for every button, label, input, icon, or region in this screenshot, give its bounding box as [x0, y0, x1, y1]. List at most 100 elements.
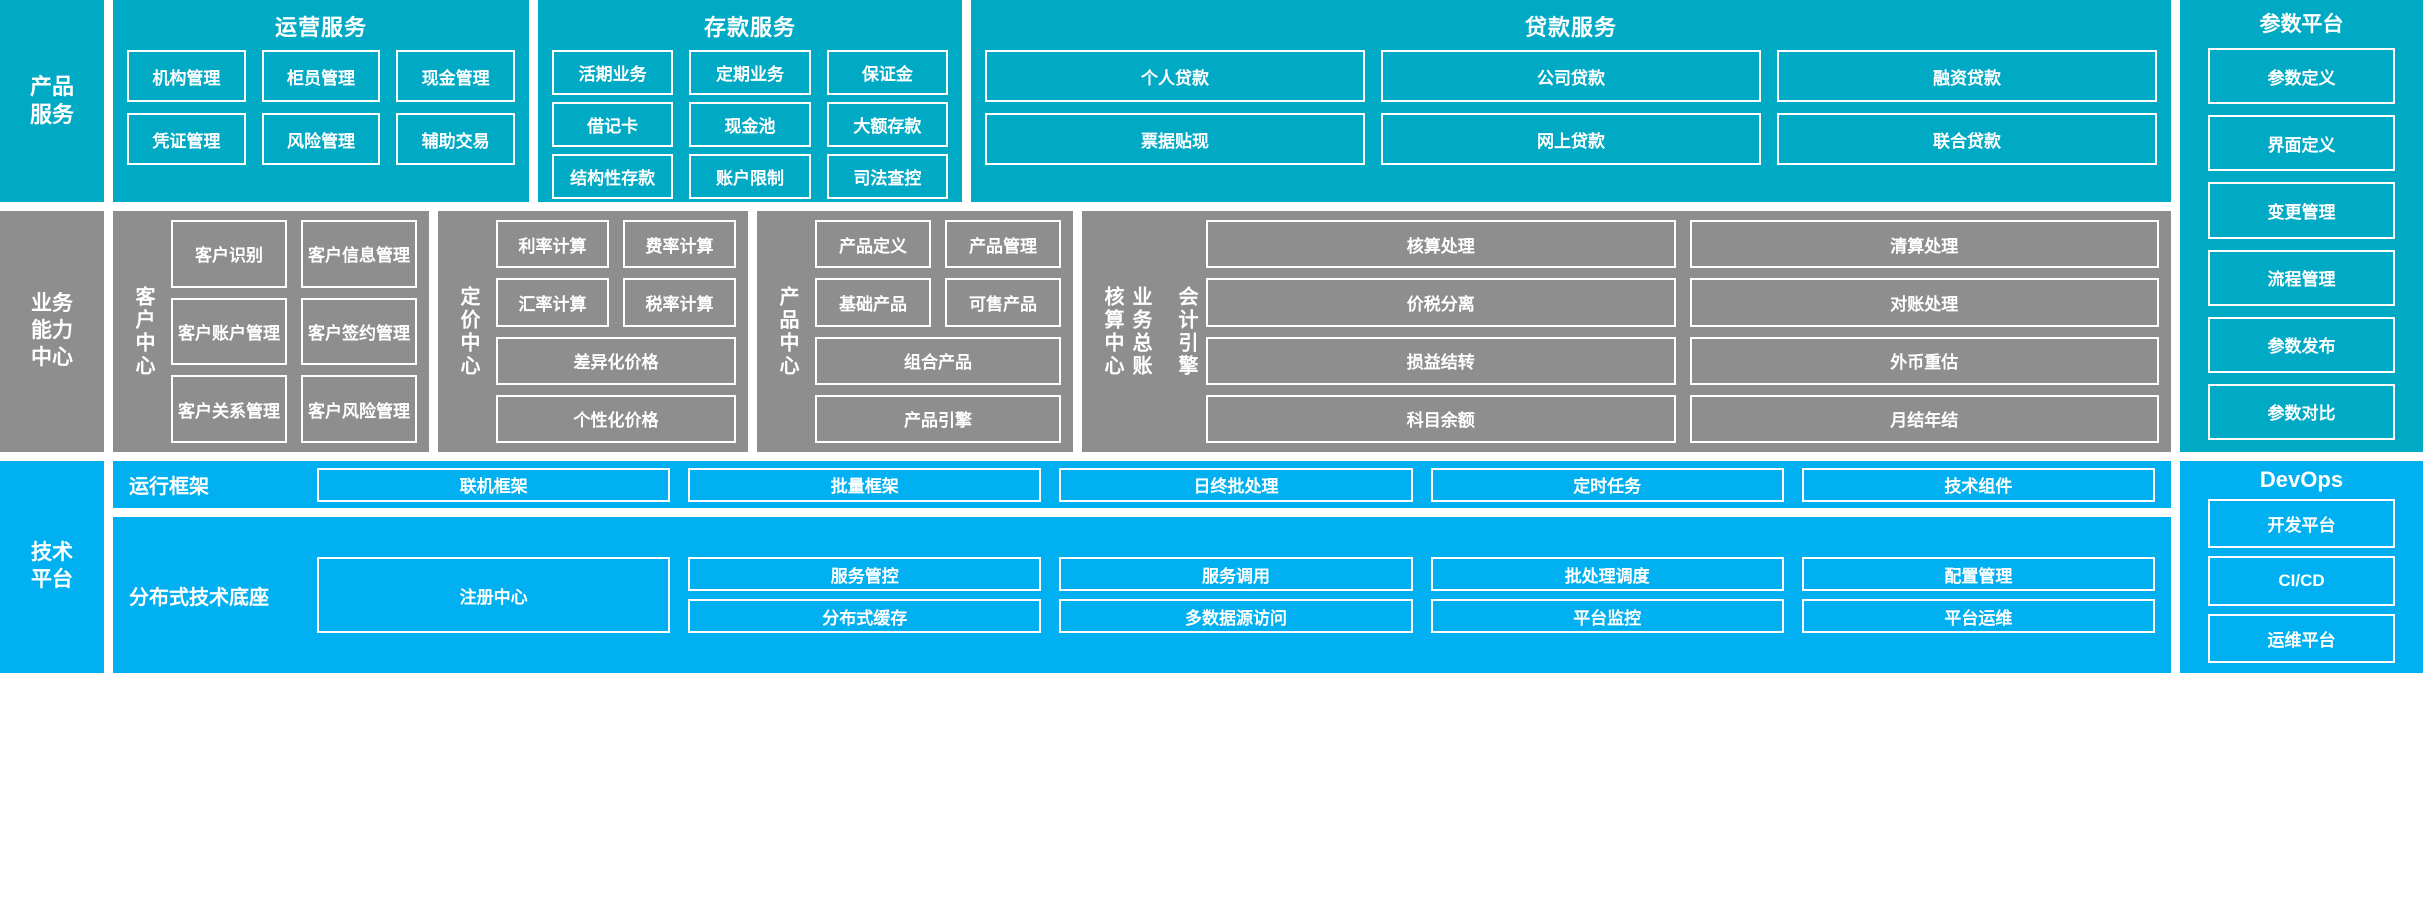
service-item[interactable]: 网上贷款: [1381, 113, 1761, 165]
layer-label-text: 技术 平台: [31, 541, 73, 591]
parameter-item[interactable]: 参数定义: [2208, 48, 2395, 105]
capability-item[interactable]: 组合产品: [815, 336, 1061, 385]
capability-item[interactable]: 费率计算: [623, 220, 736, 269]
tech-item[interactable]: 平台运维: [1801, 599, 2155, 633]
parameter-platform-title: 参数平台: [2259, 13, 2344, 36]
service-item[interactable]: 个人贷款: [985, 50, 1365, 102]
tech-row-runtime-framework[interactable]: 运行框架 联机框架 批量框架 日终批处理 定时任务 技术组件: [113, 461, 2171, 508]
group-items-deposit-services: 活期业务 定期业务 保证金 借记卡 现金池 大额存款 结构性存款 账户限制 司法…: [538, 50, 962, 209]
tech-item[interactable]: 日终批处理: [1059, 467, 1413, 502]
group-deposit-services[interactable]: 存款服务 活期业务 定期业务 保证金 借记卡 现金池 大额存款 结构性存款 账户…: [538, 0, 962, 202]
group-loan-services[interactable]: 贷款服务 个人贷款 公司贷款 融资贷款 票据贴现 网上贷款 联合贷款: [971, 0, 2171, 202]
parameter-item[interactable]: 流程管理: [2208, 249, 2395, 306]
layer-label-text: 业务 能力 中心: [31, 292, 73, 369]
service-item[interactable]: 定期业务: [689, 50, 811, 95]
capability-item[interactable]: 客户签约管理: [301, 297, 417, 366]
parameter-platform-items: 参数定义 界面定义 变更管理 流程管理 参数发布 参数对比: [2180, 48, 2423, 452]
tech-item[interactable]: 技术组件: [1801, 467, 2155, 502]
capability-item[interactable]: 客户信息管理: [301, 220, 417, 288]
centre-pricing[interactable]: 定价中心 利率计算 费率计算 汇率计算 税率计算 差异化价格 个性化价格: [438, 211, 748, 452]
layer-technology-platform: 技术 平台 运行框架 联机框架 批量框架 日终批处理 定时任务 技术组件 分布式…: [0, 461, 2423, 673]
devops-item[interactable]: CI/CD: [2208, 556, 2395, 606]
tech-item[interactable]: 定时任务: [1430, 467, 1784, 502]
service-item[interactable]: 辅助交易: [396, 113, 515, 165]
capability-item[interactable]: 产品管理: [945, 220, 1061, 269]
tech-item[interactable]: 批量框架: [688, 467, 1042, 502]
service-item[interactable]: 柜员管理: [261, 50, 381, 102]
parameter-item[interactable]: 界面定义: [2208, 115, 2395, 172]
service-item[interactable]: 活期业务: [552, 50, 674, 95]
capability-item[interactable]: 差异化价格: [496, 336, 736, 385]
capability-item[interactable]: 外币重估: [1689, 336, 2159, 385]
devops-items: 开发平台 CI/CD 运维平台: [2180, 499, 2423, 673]
column-parameter-platform[interactable]: 参数平台 参数定义 界面定义 变更管理 流程管理 参数发布 参数对比: [2180, 0, 2423, 452]
layer-label-product-services: 产品 服务: [0, 0, 104, 202]
tech-item[interactable]: 批处理调度: [1430, 557, 1784, 591]
capability-item[interactable]: 个性化价格: [496, 394, 736, 443]
service-item[interactable]: 风险管理: [261, 113, 381, 165]
capability-item[interactable]: 核算处理: [1206, 220, 1676, 269]
centre-label-accounting: 核算中心: [1101, 285, 1123, 378]
service-item[interactable]: 司法查控: [826, 154, 948, 199]
service-item[interactable]: 结构性存款: [552, 154, 674, 199]
layer-business-capability: 业务 能力 中心 客户中心 客户识别 客户信息管理 客户账户管理 客户签约管理 …: [0, 211, 2423, 452]
capability-item[interactable]: 客户关系管理: [171, 375, 287, 443]
service-item[interactable]: 现金池: [689, 102, 811, 147]
service-item[interactable]: 借记卡: [552, 102, 674, 147]
parameter-item[interactable]: 参数发布: [2208, 316, 2395, 373]
capability-item[interactable]: 价税分离: [1206, 278, 1676, 327]
capability-item[interactable]: 科目余额: [1206, 394, 1676, 443]
tech-item[interactable]: 分布式缓存: [688, 599, 1042, 633]
capability-item[interactable]: 利率计算: [496, 220, 609, 269]
capability-item[interactable]: 基础产品: [815, 278, 931, 327]
centre-sublabels-accounting: 会计引擎 业务总账: [1129, 220, 1197, 443]
capability-item[interactable]: 客户识别: [171, 220, 287, 288]
tech-item[interactable]: 平台监控: [1430, 599, 1784, 633]
tech-item[interactable]: 联机框架: [317, 467, 671, 502]
parameter-item[interactable]: 变更管理: [2208, 182, 2395, 239]
capability-item[interactable]: 月结年结: [1689, 394, 2159, 443]
capability-item[interactable]: 对账处理: [1689, 278, 2159, 327]
service-item[interactable]: 票据贴现: [985, 113, 1365, 165]
capability-item[interactable]: 可售产品: [945, 278, 1061, 327]
capability-item[interactable]: 客户风险管理: [301, 375, 417, 443]
tech-item[interactable]: 配置管理: [1801, 557, 2155, 591]
devops-item[interactable]: 运维平台: [2208, 613, 2395, 663]
group-operation-services[interactable]: 运营服务 机构管理 柜员管理 现金管理 凭证管理 风险管理 辅助交易: [113, 0, 529, 202]
centre-accounting[interactable]: 核算中心 会计引擎 业务总账 核算处理 清算处理 价税分离 对账处理 损益结转 …: [1082, 211, 2171, 452]
group-title-deposit-services: 存款服务: [703, 15, 796, 40]
capability-item[interactable]: 产品定义: [815, 220, 931, 269]
service-item[interactable]: 保证金: [826, 50, 948, 95]
centre-sublabel: 业务总账: [1129, 285, 1151, 378]
centre-customer[interactable]: 客户中心 客户识别 客户信息管理 客户账户管理 客户签约管理 客户关系管理 客户…: [113, 211, 429, 452]
service-item[interactable]: 大额存款: [826, 102, 948, 147]
tech-item[interactable]: 注册中心: [317, 557, 671, 633]
group-items-operation-services: 机构管理 柜员管理 现金管理 凭证管理 风险管理 辅助交易: [113, 50, 529, 175]
capability-item[interactable]: 税率计算: [623, 278, 736, 327]
tech-item[interactable]: 多数据源访问: [1059, 599, 1413, 633]
tech-row-items: 联机框架 批量框架 日终批处理 定时任务 技术组件: [317, 467, 2155, 502]
capability-item[interactable]: 汇率计算: [496, 278, 609, 327]
service-item[interactable]: 融资贷款: [1777, 50, 2157, 102]
service-item[interactable]: 现金管理: [396, 50, 515, 102]
service-item[interactable]: 公司贷款: [1381, 50, 1761, 102]
centre-items-product: 产品定义 产品管理 基础产品 可售产品 组合产品 产品引擎: [815, 220, 1061, 443]
capability-item[interactable]: 客户账户管理: [171, 297, 287, 366]
capability-item[interactable]: 损益结转: [1206, 336, 1676, 385]
capability-item[interactable]: 产品引擎: [815, 394, 1061, 443]
devops-title: DevOps: [2259, 467, 2344, 492]
column-devops[interactable]: DevOps 开发平台 CI/CD 运维平台: [2180, 461, 2423, 673]
tech-item[interactable]: 服务管控: [688, 557, 1042, 591]
service-item[interactable]: 联合贷款: [1777, 113, 2157, 165]
tech-row-distributed-base[interactable]: 分布式技术底座 注册中心 服务管控 服务调用 批处理调度 配置管理 分布式缓存 …: [113, 517, 2171, 673]
devops-item[interactable]: 开发平台: [2208, 499, 2395, 549]
tech-item[interactable]: 服务调用: [1059, 557, 1413, 591]
capability-item[interactable]: 清算处理: [1689, 220, 2159, 269]
service-item[interactable]: 凭证管理: [127, 113, 246, 165]
centre-product[interactable]: 产品中心 产品定义 产品管理 基础产品 可售产品 组合产品 产品引擎: [757, 211, 1073, 452]
tech-row-name: 分布式技术底座: [129, 586, 269, 609]
parameter-item[interactable]: 参数对比: [2208, 383, 2395, 441]
service-item[interactable]: 机构管理: [127, 50, 246, 102]
service-item[interactable]: 账户限制: [689, 154, 811, 199]
